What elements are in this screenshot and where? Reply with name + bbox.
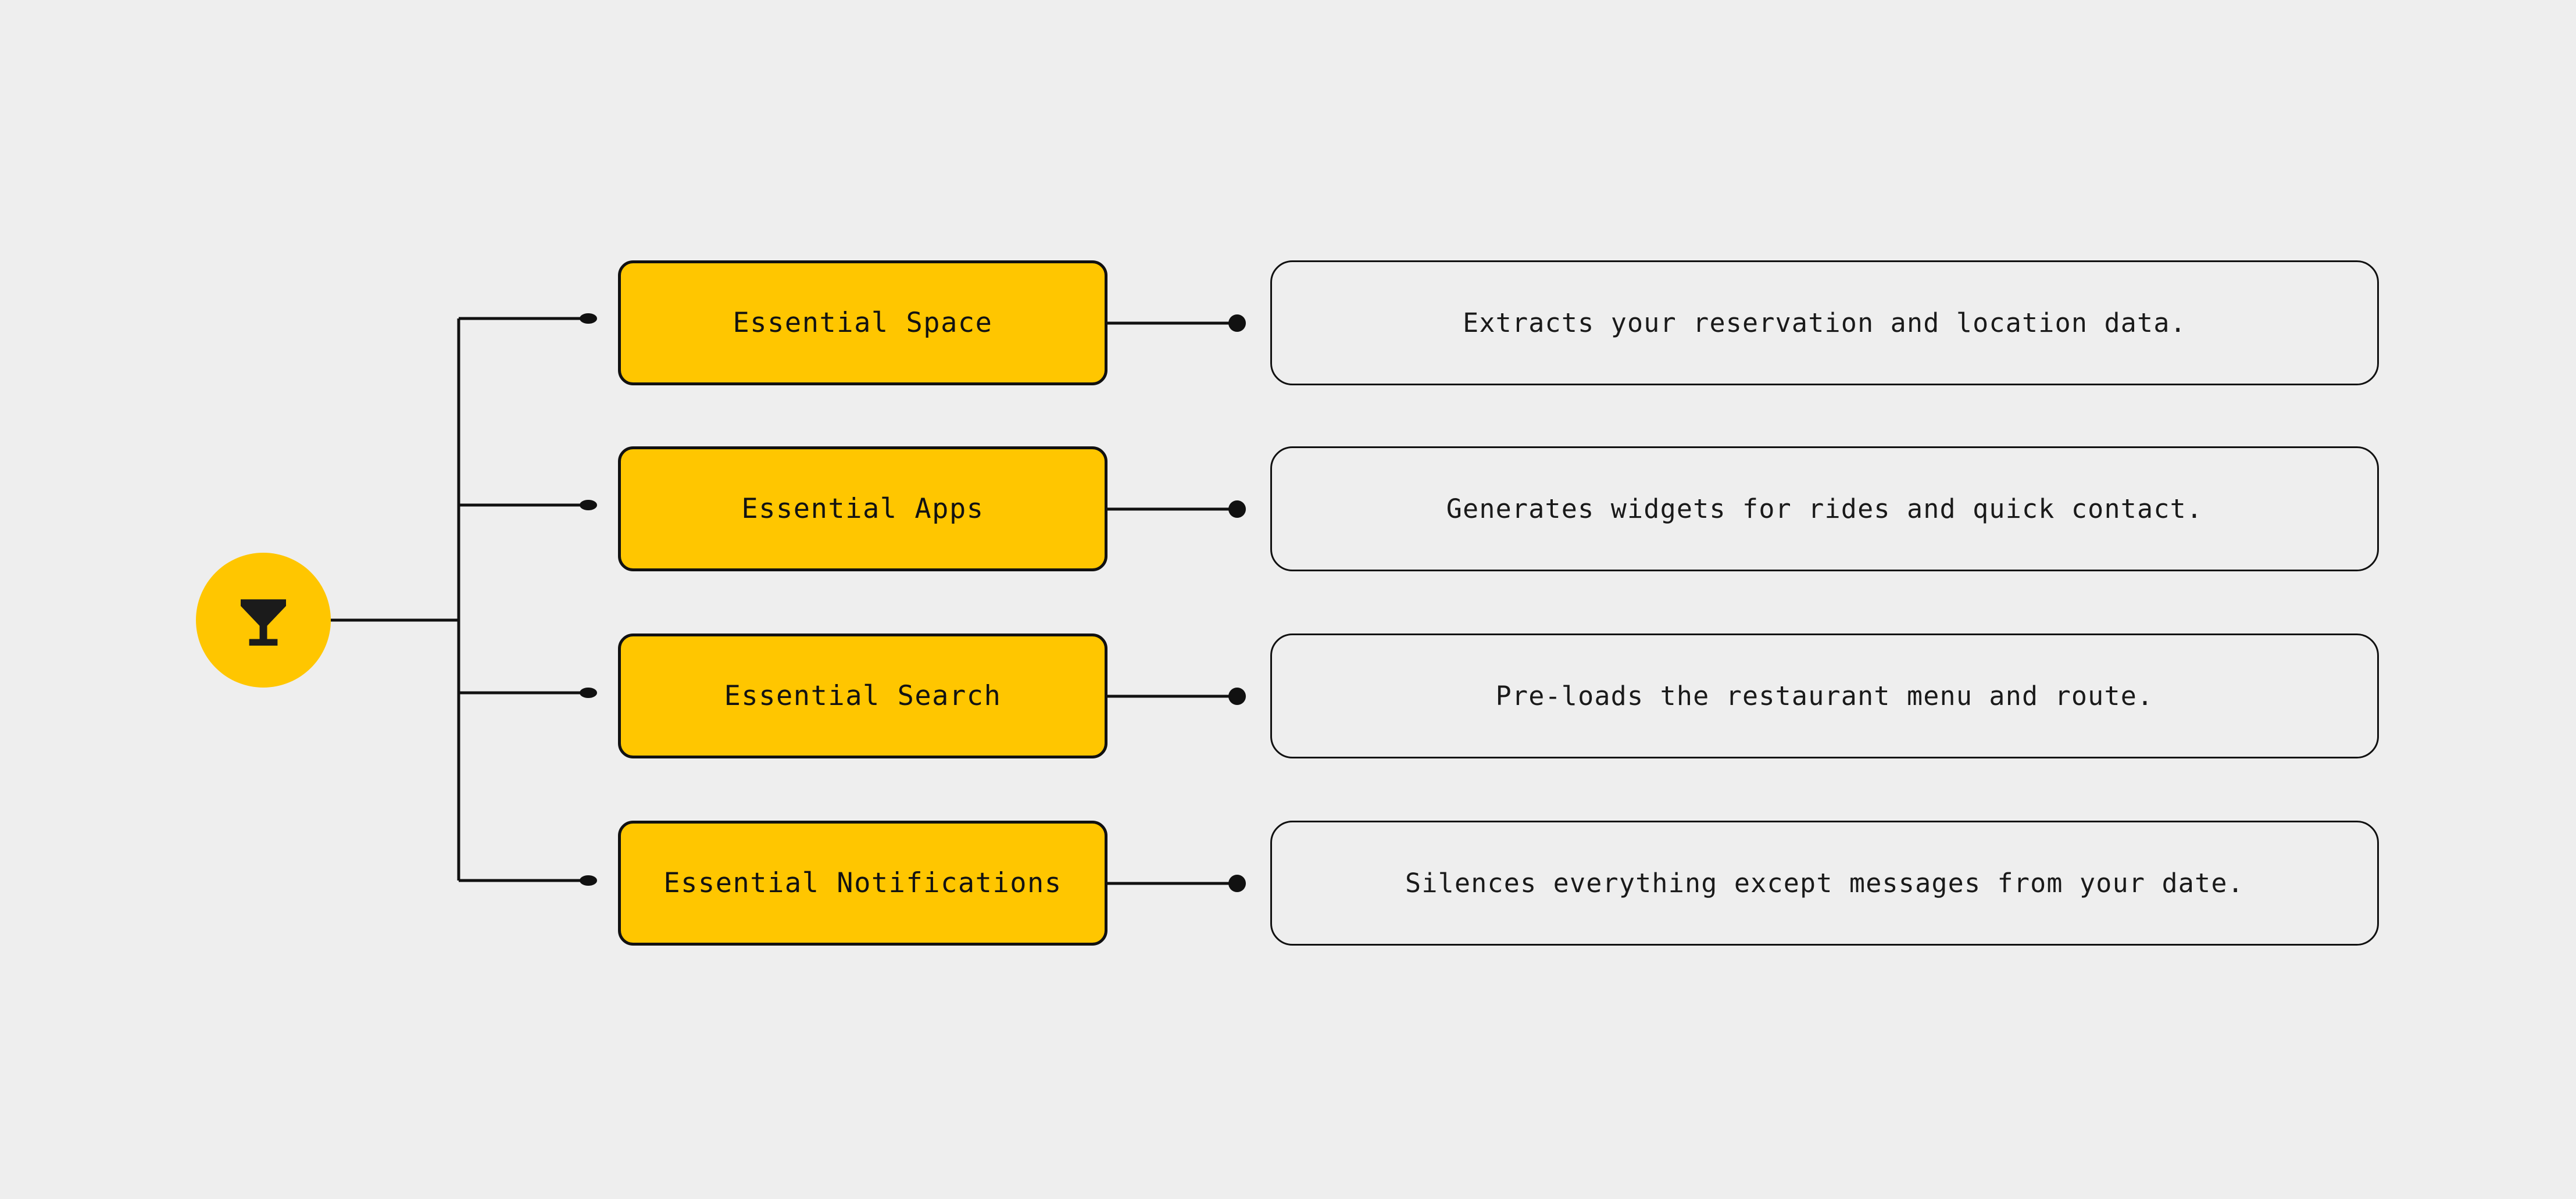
branch-marker-1	[580, 500, 597, 510]
description-box-1: Generates widgets for rides and quick co…	[1270, 446, 2379, 571]
description-box-3: Silences everything except messages from…	[1270, 821, 2379, 946]
description-box-2: Pre-loads the restaurant menu and route.	[1270, 633, 2379, 758]
branch-marker-2	[580, 688, 597, 698]
description-text: Generates widgets for rides and quick co…	[1446, 493, 2203, 524]
link-marker-0	[1228, 314, 1246, 332]
branch-node-3[interactable]: Essential Notifications	[618, 821, 1107, 946]
branch-node-label: Essential Space	[733, 307, 993, 339]
branch-node-1[interactable]: Essential Apps	[618, 446, 1107, 571]
link-marker-1	[1228, 500, 1246, 518]
link-marker-3	[1228, 875, 1246, 892]
description-text: Silences everything except messages from…	[1405, 868, 2244, 899]
description-box-0: Extracts your reservation and location d…	[1270, 260, 2379, 385]
branch-node-label: Essential Apps	[741, 493, 984, 525]
root-node[interactable]	[196, 553, 331, 688]
description-text: Pre-loads the restaurant menu and route.	[1495, 681, 2154, 711]
link-marker-2	[1228, 688, 1246, 705]
branch-marker-3	[580, 875, 597, 886]
branch-marker-0	[580, 313, 597, 324]
branch-node-2[interactable]: Essential Search	[618, 633, 1107, 758]
branch-node-label: Essential Search	[724, 680, 1002, 712]
description-text: Extracts your reservation and location d…	[1463, 307, 2186, 338]
cocktail-glass-icon	[241, 599, 286, 646]
branch-node-label: Essential Notifications	[663, 867, 1062, 899]
branch-node-0[interactable]: Essential Space	[618, 260, 1107, 385]
